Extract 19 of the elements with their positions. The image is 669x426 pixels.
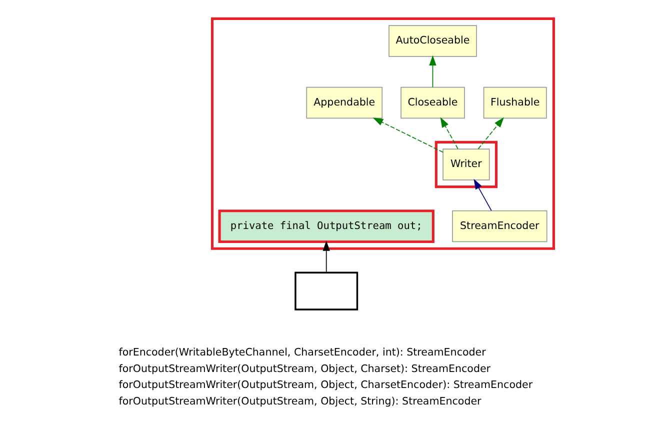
node-box: StreamEncoder [452,210,548,242]
label: forOutputStreamWriter(OutputStream, Object, String): StreamEncoder [118,395,482,408]
node-box: Appendable [306,86,383,119]
node-box: private final OutputStream out; [218,210,434,244]
node-box: Writer [442,148,490,180]
arrow [429,55,436,88]
node-box: Flushable [483,86,547,119]
arrow [474,178,492,212]
node-box: AutoCloseable [388,25,477,57]
arrow [478,117,504,150]
label: forOutputStreamWriter(OutputStream, Object, Charset): StreamEncoder [118,362,491,375]
arrow [372,118,444,153]
cluster [434,140,498,188]
arrow [440,117,458,150]
arrow [322,240,330,273]
node-box: Closeable [400,86,465,119]
node-box [294,272,358,310]
label: forOutputStreamWriter(OutputStream, Object, CharsetEncoder): StreamEncoder [118,379,533,392]
label: forEncoder(WritableByteChannel, CharsetEncoder, int): StreamEncoder [118,346,486,359]
